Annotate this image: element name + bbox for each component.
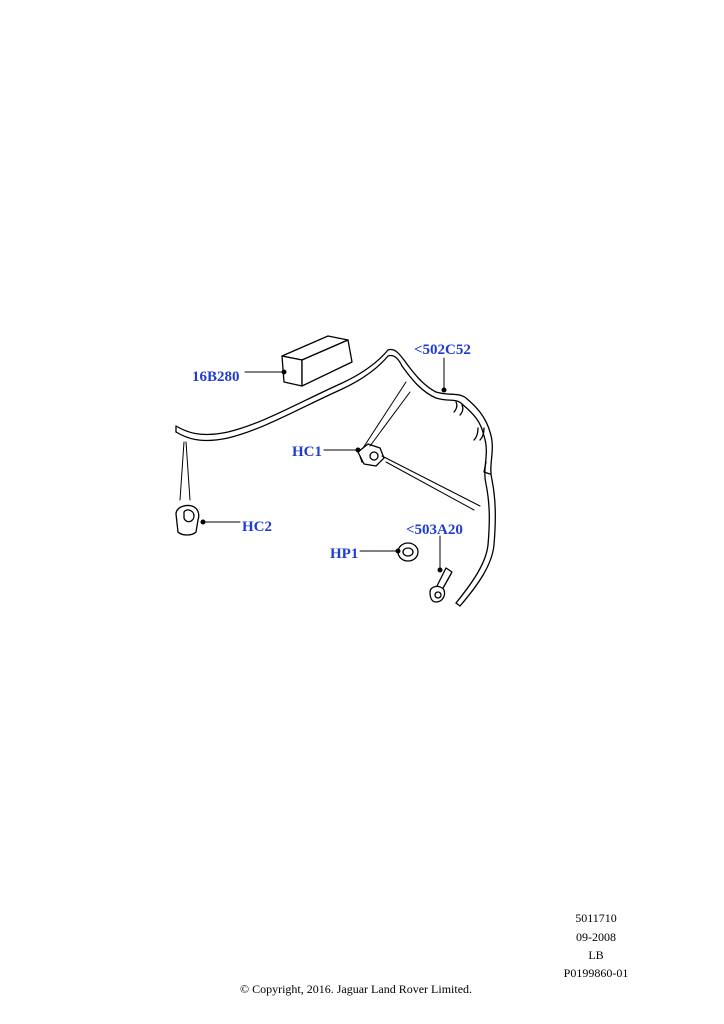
clip-hc2-part <box>175 504 200 536</box>
callout-502c52[interactable]: <502C52 <box>414 342 471 358</box>
plug-hp1-part <box>397 542 419 562</box>
meta-date: 09-2008 <box>576 930 616 944</box>
wiring-harness <box>175 348 496 607</box>
meta-part-ref: P0199860-01 <box>563 966 629 980</box>
callout-503a20[interactable]: <503A20 <box>406 522 463 538</box>
leader-lines <box>179 357 481 573</box>
callout-hc2[interactable]: HC2 <box>242 519 272 535</box>
clip-hc1-part <box>357 443 385 467</box>
meta-lang: LB <box>588 948 604 962</box>
meta-code: 5011710 <box>575 911 617 925</box>
ecu-module <box>281 335 353 387</box>
callout-16b280[interactable]: 16B280 <box>192 369 240 385</box>
callout-hp1[interactable]: HP1 <box>330 546 358 562</box>
copyright-notice: © Copyright, 2016. Jaguar Land Rover Lim… <box>239 982 473 996</box>
callout-hc1[interactable]: HC1 <box>292 444 322 460</box>
connector-503a20-part <box>429 567 453 603</box>
